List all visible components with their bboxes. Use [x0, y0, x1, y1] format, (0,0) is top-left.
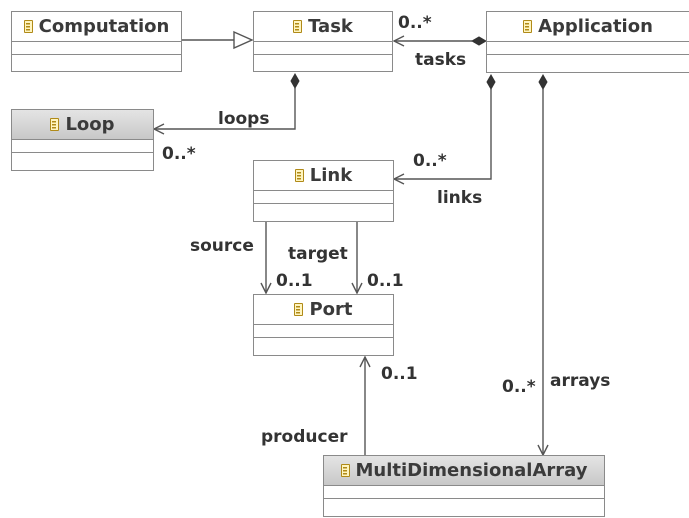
attributes-compartment [324, 486, 604, 499]
class-computation[interactable]: Computation [11, 11, 182, 72]
attributes-compartment [254, 191, 393, 204]
class-header: Task [254, 12, 392, 42]
class-icon [23, 20, 33, 33]
edge-application-links [394, 89, 492, 179]
class-header: Computation [12, 12, 181, 42]
attributes-compartment [254, 42, 392, 55]
operations-compartment [254, 55, 392, 68]
class-application[interactable]: Application [486, 11, 689, 73]
class-icon [293, 20, 303, 33]
tasks-role: tasks [415, 50, 467, 70]
links-multiplicity: 0..* [413, 151, 447, 171]
generalization-triangle [233, 30, 254, 50]
class-multi-dimensional-array[interactable]: MultiDimensionalArray [323, 455, 605, 517]
class-name: Task [308, 16, 353, 37]
attributes-compartment [12, 42, 181, 55]
class-icon [294, 169, 304, 182]
links-role: links [437, 188, 483, 208]
loops-multiplicity: 0..* [162, 144, 196, 164]
class-name: Link [309, 165, 353, 186]
target-multiplicity: 0..1 [367, 271, 404, 291]
class-header: Link [254, 161, 393, 191]
class-icon [50, 118, 60, 131]
class-header: MultiDimensionalArray [324, 456, 604, 486]
class-task[interactable]: Task [253, 11, 393, 72]
class-icon [523, 20, 533, 33]
operations-compartment [12, 55, 181, 68]
class-name: MultiDimensionalArray [355, 460, 588, 481]
attributes-compartment [254, 325, 393, 338]
arrays-role: arrays [550, 371, 611, 391]
producer-multiplicity: 0..1 [381, 364, 418, 384]
composition-diamond-application-tasks [470, 36, 488, 46]
class-name: Loop [65, 114, 115, 135]
operations-compartment [254, 204, 393, 217]
class-name: Port [309, 299, 353, 320]
class-header: Port [254, 295, 393, 325]
source-multiplicity: 0..1 [276, 271, 313, 291]
attributes-compartment [487, 42, 689, 55]
composition-diamond-application-arrays [538, 73, 548, 91]
edge-task-loops [154, 88, 296, 129]
composition-diamond-task-loops [290, 72, 300, 90]
composition-diamond-application-links [486, 73, 496, 91]
source-role: source [190, 236, 254, 256]
class-icon [294, 303, 304, 316]
tasks-multiplicity: 0..* [398, 13, 432, 33]
operations-compartment [487, 55, 689, 68]
class-loop[interactable]: Loop [11, 109, 154, 171]
operations-compartment [12, 153, 153, 166]
arrays-multiplicity: 0..* [502, 377, 536, 397]
class-header: Loop [12, 110, 153, 140]
class-icon [340, 464, 350, 477]
class-name: Computation [38, 16, 170, 37]
loops-role: loops [218, 109, 270, 129]
class-header: Application [487, 12, 689, 42]
class-name: Application [538, 16, 653, 37]
producer-role: producer [261, 427, 348, 447]
operations-compartment [324, 499, 604, 512]
operations-compartment [254, 338, 393, 351]
attributes-compartment [12, 140, 153, 153]
class-link[interactable]: Link [253, 160, 394, 222]
class-port[interactable]: Port [253, 294, 394, 356]
target-role: target [288, 244, 348, 264]
